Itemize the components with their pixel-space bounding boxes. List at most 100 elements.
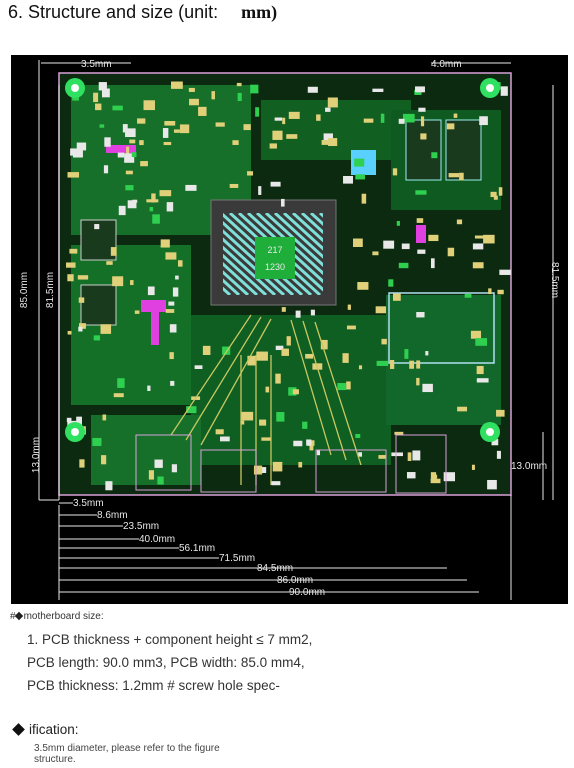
pad bbox=[372, 88, 384, 92]
dim-bottom-label: 90.0mm bbox=[289, 587, 325, 598]
pad bbox=[327, 97, 338, 108]
pad bbox=[241, 411, 254, 421]
pad bbox=[110, 247, 117, 256]
pad bbox=[476, 365, 484, 375]
pad bbox=[112, 105, 123, 111]
pad bbox=[166, 202, 174, 212]
pad bbox=[286, 336, 291, 346]
pad bbox=[353, 238, 363, 247]
pad bbox=[428, 234, 439, 242]
pad bbox=[275, 345, 284, 351]
magenta-trace bbox=[106, 145, 136, 153]
pad bbox=[229, 183, 239, 188]
pad bbox=[271, 481, 281, 486]
pad bbox=[232, 140, 239, 145]
pad bbox=[185, 184, 197, 191]
pad bbox=[131, 152, 137, 158]
mounting-hole-center bbox=[71, 428, 79, 436]
pad bbox=[276, 412, 285, 422]
pad bbox=[175, 275, 179, 280]
hatch-line bbox=[264, 213, 323, 267]
pad bbox=[269, 143, 277, 149]
pad bbox=[401, 243, 410, 250]
pad bbox=[78, 326, 83, 332]
pad bbox=[189, 98, 199, 106]
pad bbox=[126, 146, 130, 155]
dimension-lines bbox=[38, 60, 554, 600]
pad bbox=[476, 378, 489, 383]
mounting-hole-center bbox=[486, 84, 494, 92]
pad bbox=[288, 111, 300, 119]
hatch-line bbox=[300, 213, 323, 235]
pad bbox=[125, 128, 136, 138]
pad bbox=[127, 200, 137, 209]
copper-region bbox=[91, 415, 201, 485]
pad bbox=[259, 419, 267, 426]
pad bbox=[103, 165, 109, 174]
diamond-icon bbox=[12, 723, 25, 736]
pad bbox=[363, 118, 374, 123]
pad bbox=[162, 128, 169, 138]
pad bbox=[416, 360, 421, 369]
pad bbox=[98, 82, 107, 91]
pad bbox=[392, 293, 401, 301]
connector bbox=[388, 292, 495, 364]
pad bbox=[358, 365, 363, 370]
pad bbox=[409, 360, 415, 369]
pad bbox=[78, 323, 86, 329]
pad bbox=[106, 261, 113, 265]
pad bbox=[67, 274, 74, 282]
pad bbox=[398, 262, 409, 269]
pad bbox=[302, 421, 308, 429]
pad bbox=[122, 124, 128, 133]
pad bbox=[281, 348, 289, 356]
pad bbox=[125, 185, 134, 191]
pad bbox=[76, 416, 82, 426]
pad bbox=[487, 479, 497, 490]
pad bbox=[358, 452, 363, 457]
pad bbox=[309, 444, 314, 451]
pad bbox=[157, 476, 164, 485]
pad bbox=[446, 123, 455, 130]
pad bbox=[240, 420, 245, 425]
bottom-connector bbox=[200, 449, 257, 493]
pad bbox=[472, 243, 484, 250]
pad bbox=[93, 335, 101, 341]
pad bbox=[129, 139, 136, 144]
pad bbox=[392, 168, 398, 176]
pad bbox=[171, 81, 183, 89]
pad bbox=[295, 310, 301, 318]
pad bbox=[281, 307, 286, 312]
pad bbox=[398, 118, 405, 124]
pad bbox=[222, 346, 231, 355]
pad bbox=[496, 450, 501, 459]
chip-label-2: 1230 bbox=[265, 262, 285, 272]
pad bbox=[105, 481, 113, 491]
pad bbox=[165, 252, 177, 260]
pad bbox=[498, 187, 503, 196]
hatch-line bbox=[255, 213, 323, 276]
pad bbox=[471, 464, 475, 470]
pad bbox=[104, 137, 111, 147]
pad bbox=[168, 301, 175, 306]
pad bbox=[337, 383, 347, 391]
pad bbox=[430, 258, 435, 269]
pad bbox=[94, 224, 100, 230]
pad bbox=[390, 359, 395, 369]
pad bbox=[415, 86, 425, 93]
dim-bottom-label: 40.0mm bbox=[139, 534, 175, 545]
pad bbox=[448, 173, 460, 178]
pad bbox=[247, 355, 257, 366]
pad bbox=[376, 360, 389, 366]
pad bbox=[316, 450, 321, 456]
pad bbox=[272, 461, 283, 472]
pad bbox=[79, 459, 85, 468]
pad bbox=[265, 386, 270, 393]
dim-right-bottom: 13.0mm bbox=[511, 461, 547, 472]
pad bbox=[78, 297, 85, 303]
pad bbox=[281, 198, 285, 207]
bottom-dimensions: 3.5mm8.6mm23.5mm40.0mm56.1mm71.5mm84.5mm… bbox=[59, 498, 479, 598]
pad bbox=[66, 262, 76, 268]
pad bbox=[164, 121, 176, 126]
pad bbox=[215, 122, 225, 127]
